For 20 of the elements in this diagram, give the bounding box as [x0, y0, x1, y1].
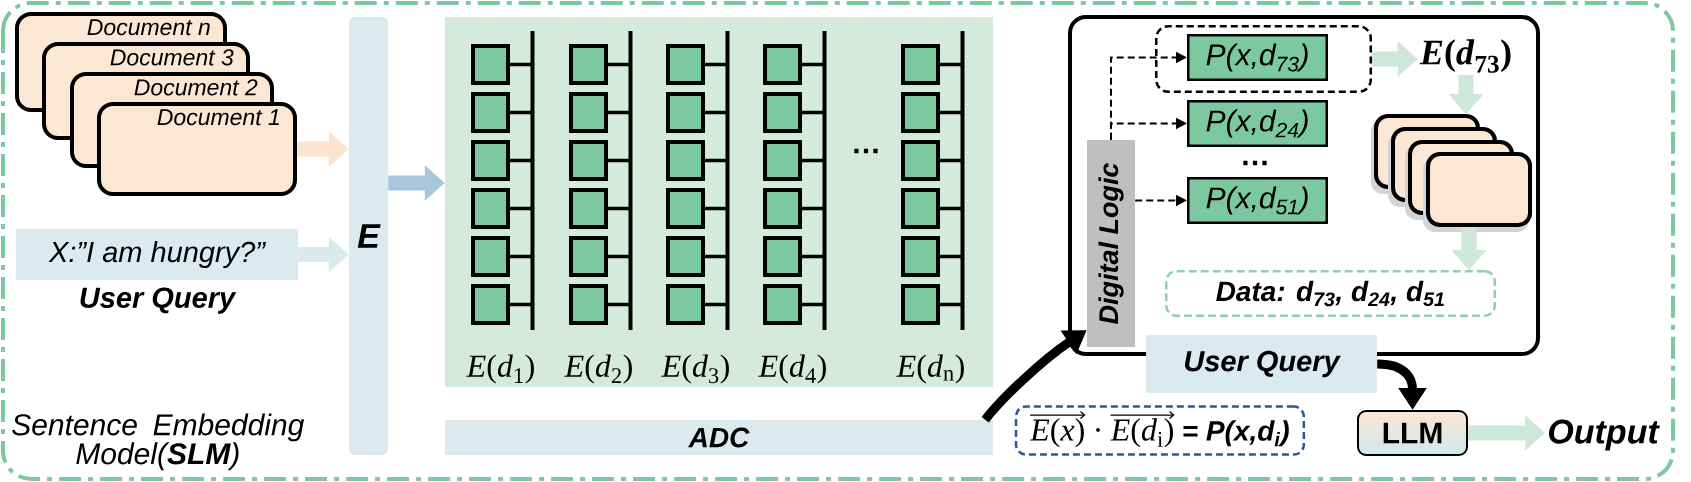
score-box: P(x,d$_{24}$): [1187, 100, 1328, 147]
node-label: User Query: [80, 287, 237, 314]
query-bar: X:”I am hungry?”: [16, 229, 298, 280]
node-label: Sentence Embedding Model(SLM): [12, 413, 305, 471]
ellipsis: …: [854, 148, 878, 154]
score-box: P(x,d$_{51}$): [1187, 177, 1328, 224]
logic-bar: Digital Logic: [1087, 140, 1135, 347]
score-box: P(x,d$_{73}$): [1187, 34, 1328, 81]
adc-bar: ADC: [445, 420, 993, 455]
query-bar: User Query: [1146, 335, 1377, 393]
encoder-bar: E: [349, 17, 388, 455]
ellipsis: …: [1243, 160, 1267, 166]
llm-box: LLM: [1357, 410, 1468, 456]
math-label: E(d$_{73}$): [1419, 39, 1511, 73]
document-card: Document 1: [97, 102, 297, 196]
document-card: [1423, 152, 1532, 232]
dashed-formula-box: E(x) · E(d$_{i}$) = P(x,d$_{i}$): [1014, 405, 1306, 456]
dashed-data-box: Data: d$_{73}$, d$_{24}$, d$_{51}$: [1165, 270, 1496, 317]
output-label: Output: [1549, 419, 1660, 451]
dashed-highlight-box: [1155, 25, 1372, 93]
